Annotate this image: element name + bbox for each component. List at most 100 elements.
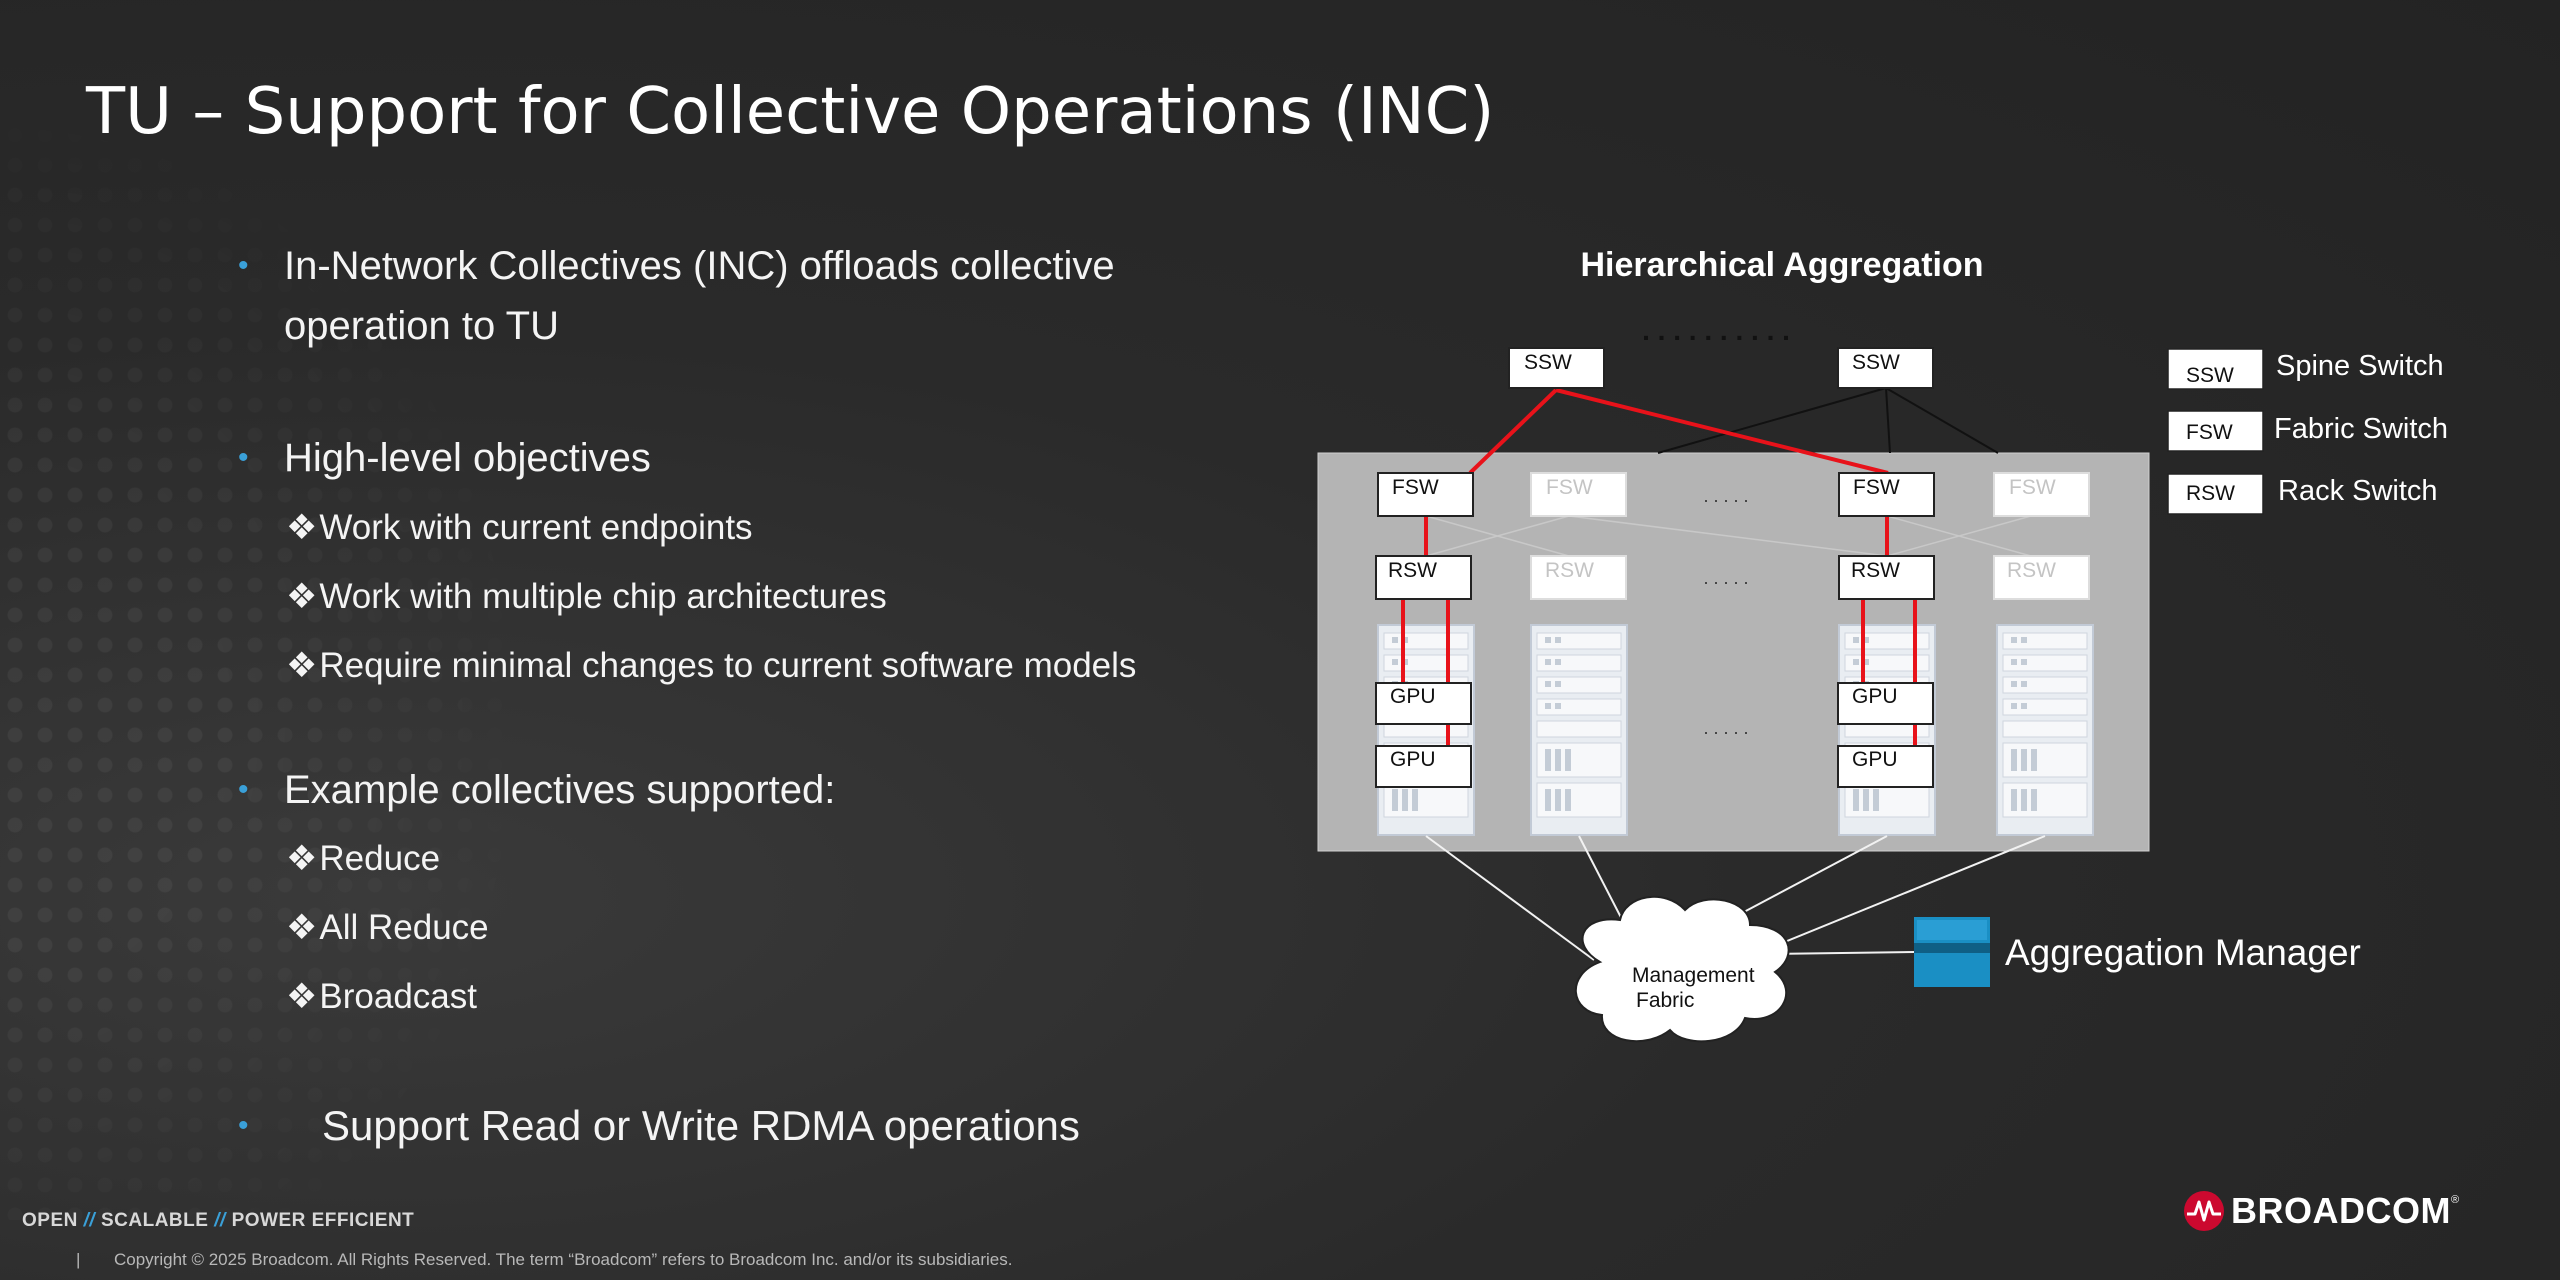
broadcom-wordmark: BROADCOM: [2231, 1190, 2451, 1231]
fsw-box: [1530, 472, 1627, 517]
legend-swatch: [2167, 348, 2264, 390]
rsw-label: RSW: [1388, 559, 1437, 582]
bullet-dot-icon: •: [238, 441, 249, 474]
link-line: [1885, 387, 1999, 454]
tagline-scalable: SCALABLE: [100, 1210, 209, 1231]
diamond-bullet-icon: ❖: [286, 646, 318, 685]
sub-bullet: ❖Require minimal changes to current soft…: [286, 643, 1136, 689]
aggregation-manager-label: Aggregation Manager: [2005, 932, 2361, 973]
bullet-dot-icon: •: [238, 1109, 249, 1142]
gpu-box: [1837, 745, 1934, 788]
row-dots: . . . . .: [1703, 568, 1748, 588]
faint-mesh: [1425, 515, 2032, 557]
management-fabric-cloud: Management Fabric: [1574, 895, 1790, 1043]
legend-swatch: [2167, 410, 2264, 452]
server-rack-icon: [1838, 624, 1936, 836]
sub-bullet: ❖All Reduce: [286, 905, 489, 951]
legend-swatch: [2167, 473, 2264, 515]
aggregation-manager-icon: [1914, 917, 1990, 987]
fsw-label: FSW: [1392, 476, 1439, 499]
slide-title: TU – Support for Collective Operations (…: [86, 75, 1495, 149]
server-rack-icon: [1377, 624, 1475, 836]
aggregation-link: [1468, 388, 1558, 475]
sub-bullet-text: Work with multiple chip architectures: [319, 577, 887, 616]
legend-abbr: SSW: [2186, 364, 2234, 387]
ssw-label: SSW: [1524, 351, 1572, 374]
diagram-title: Hierarchical Aggregation: [1580, 246, 1983, 284]
link-line: [1885, 387, 1891, 454]
fsw-box: [1993, 472, 2090, 517]
bullet-dot-icon: •: [238, 773, 249, 806]
tagline-power-efficient: POWER EFFICIENT: [231, 1210, 415, 1231]
gpu-label: GPU: [1390, 685, 1436, 708]
bullet-text-line1: In-Network Collectives (INC) offloads co…: [284, 244, 1115, 288]
fsw-label: FSW: [1546, 476, 1593, 499]
legend-abbr: RSW: [2186, 482, 2235, 505]
cloud-label-line1: Management: [1632, 964, 1755, 987]
sub-bullet: ❖Reduce: [286, 836, 440, 882]
footer-bar: |: [76, 1250, 81, 1269]
rsw-box: [1838, 555, 1935, 600]
tagline-separator: //: [214, 1210, 226, 1231]
footer-copyright: | Copyright © 2025 Broadcom. All Rights …: [76, 1250, 1013, 1270]
broadcom-logo: BROADCOM ®: [2183, 1190, 2459, 1232]
cloud-label-line2: Fabric: [1636, 989, 1694, 1012]
ssw-box: [1837, 347, 1934, 389]
gpu-label: GPU: [1852, 748, 1898, 771]
bullet-objectives: • High-level objectives: [238, 428, 651, 488]
bullet-inc-offload: • In-Network Collectives (INC) offloads …: [238, 236, 1115, 356]
gpu-label: GPU: [1390, 748, 1436, 771]
row-dots: . . . . .: [1703, 718, 1748, 738]
bullet-dot-icon: •: [238, 249, 249, 282]
legend-label: Rack Switch: [2278, 475, 2438, 507]
top-dots: . . . . . . . . . .: [1642, 315, 1790, 346]
diamond-bullet-icon: ❖: [286, 839, 318, 878]
legend-label: Spine Switch: [2276, 350, 2444, 382]
rsw-label: RSW: [1545, 559, 1594, 582]
rsw-label: RSW: [2007, 559, 2056, 582]
link-line: [1657, 387, 1887, 454]
diamond-bullet-icon: ❖: [286, 577, 318, 616]
tagline-open: OPEN: [22, 1210, 78, 1231]
gpu-box: [1375, 682, 1472, 725]
bullet-example-collectives: • Example collectives supported:: [238, 760, 836, 820]
gpu-label: GPU: [1852, 685, 1898, 708]
server-rack-icon: [1996, 624, 2094, 836]
sub-bullet: ❖Work with multiple chip architectures: [286, 574, 887, 620]
broadcom-pulse-icon: [2184, 1191, 2224, 1231]
diamond-bullet-icon: ❖: [286, 977, 318, 1016]
sub-bullet-text: Broadcast: [319, 977, 477, 1016]
sub-bullet: ❖Broadcast: [286, 974, 477, 1020]
ssw-box: [1508, 347, 1605, 389]
fsw-label: FSW: [2009, 476, 2056, 499]
sub-bullet: ❖Work with current endpoints: [286, 505, 753, 551]
bullet-text: High-level objectives: [284, 436, 651, 480]
legend-abbr: FSW: [2186, 421, 2233, 444]
tagline-separator: //: [83, 1210, 96, 1231]
background-dot-pattern: [0, 120, 520, 1220]
diamond-bullet-icon: ❖: [286, 908, 318, 947]
rsw-box: [1375, 555, 1472, 600]
copyright-text: Copyright © 2025 Broadcom. All Rights Re…: [114, 1250, 1013, 1269]
gpu-box: [1375, 745, 1472, 788]
fsw-box: [1838, 472, 1935, 517]
bullet-text: Example collectives supported:: [284, 768, 836, 812]
row-dots: . . . . .: [1703, 486, 1748, 506]
rsw-box: [1530, 555, 1627, 600]
sub-bullet-text: Work with current endpoints: [319, 508, 753, 547]
diamond-bullet-icon: ❖: [286, 508, 318, 547]
gpu-box: [1837, 682, 1934, 725]
legend: SSW Spine Switch FSW Fabric Switch RSW R…: [2167, 348, 2448, 515]
rsw-box: [1993, 555, 2090, 600]
trademark-symbol: ®: [2450, 1194, 2460, 1206]
bullet-text-line2: operation to TU: [284, 304, 559, 348]
footer-tagline: OPEN // SCALABLE // POWER EFFICIENT: [22, 1210, 414, 1232]
sub-bullet-text: Require minimal changes to current softw…: [319, 646, 1137, 685]
fsw-box: [1377, 472, 1474, 517]
rsw-label: RSW: [1851, 559, 1900, 582]
fsw-label: FSW: [1853, 476, 1900, 499]
server-rack-icon: [1530, 624, 1628, 836]
bullet-rdma: • Support Read or Write RDMA operations: [238, 1096, 1080, 1156]
legend-label: Fabric Switch: [2274, 413, 2448, 445]
